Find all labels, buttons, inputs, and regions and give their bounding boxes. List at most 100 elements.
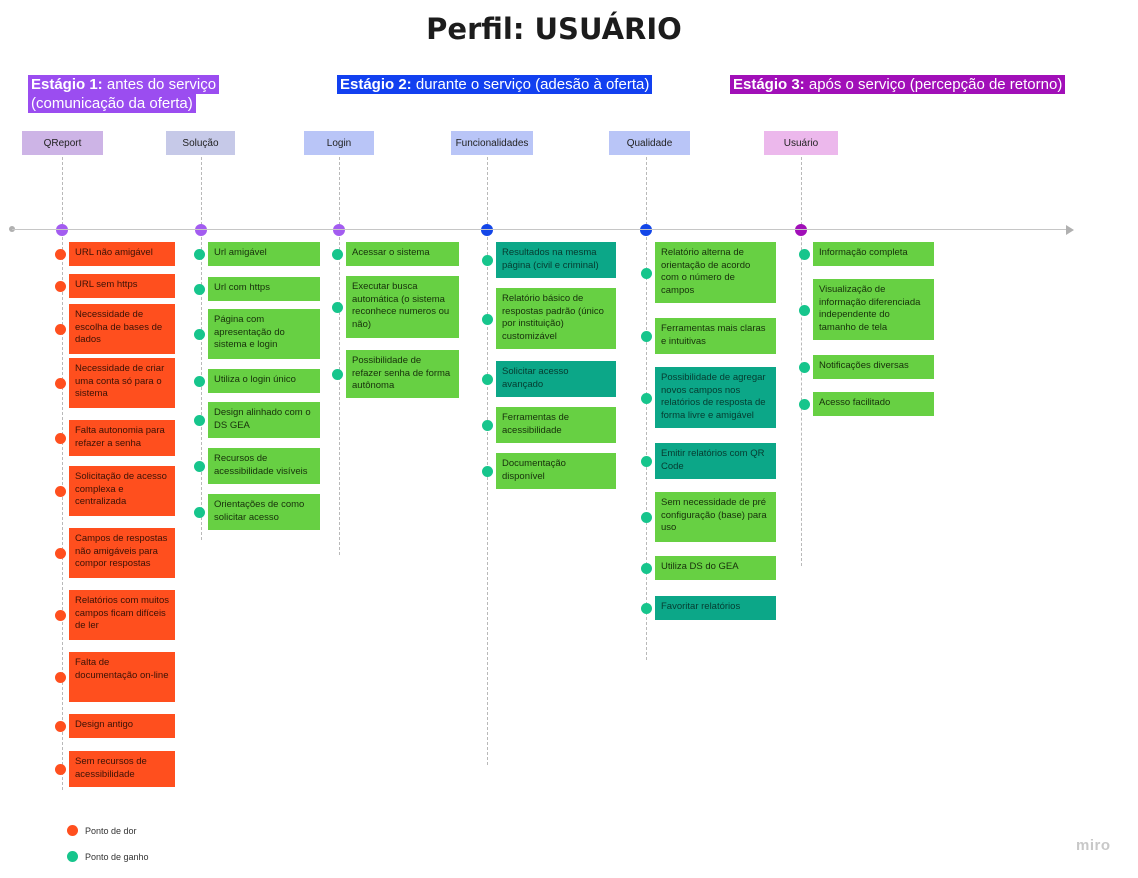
sticky-note[interactable]: Falta de documentação on-line xyxy=(69,652,175,702)
sticky-note[interactable]: Sem recursos de acessibilidade xyxy=(69,751,175,787)
stage-3-bold: Estágio 3: xyxy=(733,76,805,93)
pain-point-icon xyxy=(55,324,66,335)
gain-point-icon xyxy=(641,456,652,467)
gain-point-legend-icon xyxy=(67,851,78,862)
timeline-axis xyxy=(12,229,1072,230)
sticky-note[interactable]: Campos de respostas não amigáveis para c… xyxy=(69,528,175,578)
sticky-note[interactable]: Resultados na mesma página (civil e crim… xyxy=(496,242,616,278)
sticky-note[interactable]: Solicitação de acesso complexa e central… xyxy=(69,466,175,516)
timeline-arrow-icon xyxy=(1066,225,1074,235)
timeline-marker xyxy=(195,224,207,236)
sticky-note[interactable]: Acesso facilitado xyxy=(813,392,934,416)
sticky-note[interactable]: Executar busca automática (o sistema rec… xyxy=(346,276,459,338)
timeline-marker xyxy=(56,224,68,236)
pain-point-icon xyxy=(55,486,66,497)
timeline-marker xyxy=(795,224,807,236)
sticky-note[interactable]: Possibilidade de agregar novos campos no… xyxy=(655,367,776,428)
timeline-marker xyxy=(481,224,493,236)
sticky-note[interactable]: Favoritar relatórios xyxy=(655,596,776,620)
sticky-note[interactable]: Necessidade de escolha de bases de dados xyxy=(69,304,175,354)
sticky-note[interactable]: Relatório básico de respostas padrão (ún… xyxy=(496,288,616,349)
sticky-note[interactable]: Visualização de informação diferenciada … xyxy=(813,279,934,340)
gain-point-icon xyxy=(194,284,205,295)
sticky-note[interactable]: Acessar o sistema xyxy=(346,242,459,266)
sticky-note[interactable]: Recursos de acessibilidade visíveis xyxy=(208,448,320,484)
sticky-note[interactable]: Página com apresentação do sistema e log… xyxy=(208,309,320,359)
pain-point-icon xyxy=(55,378,66,389)
column-header-qualidade[interactable]: Qualidade xyxy=(609,131,690,155)
miro-logo: miro xyxy=(1076,837,1111,854)
gain-point-icon xyxy=(194,415,205,426)
sticky-note[interactable]: Utiliza o login único xyxy=(208,369,320,393)
sticky-note[interactable]: URL não amigável xyxy=(69,242,175,266)
column-guide-line xyxy=(339,157,340,555)
column-guide-line xyxy=(646,157,647,660)
sticky-note[interactable]: Informação completa xyxy=(813,242,934,266)
sticky-note[interactable]: Solicitar acesso avançado xyxy=(496,361,616,397)
gain-point-icon xyxy=(482,374,493,385)
stage-2-text: durante o serviço (adesão à oferta) xyxy=(411,76,650,93)
column-guide-line xyxy=(487,157,488,765)
stage-1-bold: Estágio 1: xyxy=(31,76,103,93)
gain-point-icon xyxy=(641,331,652,342)
sticky-note[interactable]: Url com https xyxy=(208,277,320,301)
pain-point-icon xyxy=(55,249,66,260)
gain-point-icon xyxy=(799,362,810,373)
column-header-login[interactable]: Login xyxy=(304,131,374,155)
column-header-solu-o[interactable]: Solução xyxy=(166,131,235,155)
sticky-note[interactable]: Ferramentas de acessibilidade xyxy=(496,407,616,443)
gain-point-icon xyxy=(641,512,652,523)
sticky-note[interactable]: Documentação disponível xyxy=(496,453,616,489)
gain-point-icon xyxy=(194,507,205,518)
pain-point-icon xyxy=(55,548,66,559)
gain-point-icon xyxy=(194,461,205,472)
column-guide-line xyxy=(201,157,202,540)
gain-point-icon xyxy=(641,268,652,279)
sticky-note[interactable]: Possibilidade de refazer senha de forma … xyxy=(346,350,459,398)
gain-point-icon xyxy=(641,393,652,404)
gain-point-icon xyxy=(482,255,493,266)
column-guide-line xyxy=(801,157,802,566)
pain-point-icon xyxy=(55,672,66,683)
column-header-qreport[interactable]: QReport xyxy=(22,131,103,155)
stage-2-bold: Estágio 2: xyxy=(340,76,412,93)
pain-point-legend-icon xyxy=(67,825,78,836)
timeline-marker xyxy=(333,224,345,236)
gain-point-icon xyxy=(332,249,343,260)
column-header-usu-rio[interactable]: Usuário xyxy=(764,131,838,155)
stage-3-text: após o serviço (percepção de retorno) xyxy=(804,76,1063,93)
gain-point-icon xyxy=(332,302,343,313)
sticky-note[interactable]: Relatórios com muitos campos ficam difíc… xyxy=(69,590,175,640)
stage-1-label: Estágio 1: antes do serviço (comunicação… xyxy=(28,75,228,113)
stage-1-line2: (comunicação da oferta) xyxy=(28,94,196,113)
sticky-note[interactable]: Orientações de como solicitar acesso xyxy=(208,494,320,530)
sticky-note[interactable]: Design alinhado com o DS GEA xyxy=(208,402,320,438)
sticky-note[interactable]: URL sem https xyxy=(69,274,175,298)
pain-point-icon xyxy=(55,433,66,444)
sticky-note[interactable]: Utiliza DS do GEA xyxy=(655,556,776,580)
column-header-funcionalidades[interactable]: Funcionalidades xyxy=(451,131,533,155)
stage-1-highlight: Estágio 1: antes do serviço xyxy=(28,75,220,94)
sticky-note[interactable]: Falta autonomia para refazer a senha xyxy=(69,420,175,456)
sticky-note[interactable]: Design antigo xyxy=(69,714,175,738)
stage-3-label: Estágio 3: após o serviço (percepção de … xyxy=(730,75,1066,94)
gain-point-icon xyxy=(799,399,810,410)
gain-point-icon xyxy=(194,329,205,340)
gain-point-icon xyxy=(194,249,205,260)
sticky-note[interactable]: Relatório alterna de orientação de acord… xyxy=(655,242,776,303)
sticky-note[interactable]: Url amigável xyxy=(208,242,320,266)
pain-point-icon xyxy=(55,764,66,775)
sticky-note[interactable]: Emitir relatórios com QR Code xyxy=(655,443,776,479)
pain-point-icon xyxy=(55,281,66,292)
sticky-note[interactable]: Necessidade de criar uma conta só para o… xyxy=(69,358,175,408)
sticky-note[interactable]: Sem necessidade de pré configuração (bas… xyxy=(655,492,776,542)
gain-point-legend-label: Ponto de ganho xyxy=(85,852,149,862)
sticky-note[interactable]: Ferramentas mais claras e intuitivas xyxy=(655,318,776,354)
gain-point-icon xyxy=(641,603,652,614)
stage-2-label: Estágio 2: durante o serviço (adesão à o… xyxy=(337,75,653,94)
sticky-note[interactable]: Notificações diversas xyxy=(813,355,934,379)
gain-point-icon xyxy=(482,314,493,325)
gain-point-icon xyxy=(194,376,205,387)
pain-point-icon xyxy=(55,721,66,732)
stage-1-text: antes do serviço xyxy=(102,76,217,93)
